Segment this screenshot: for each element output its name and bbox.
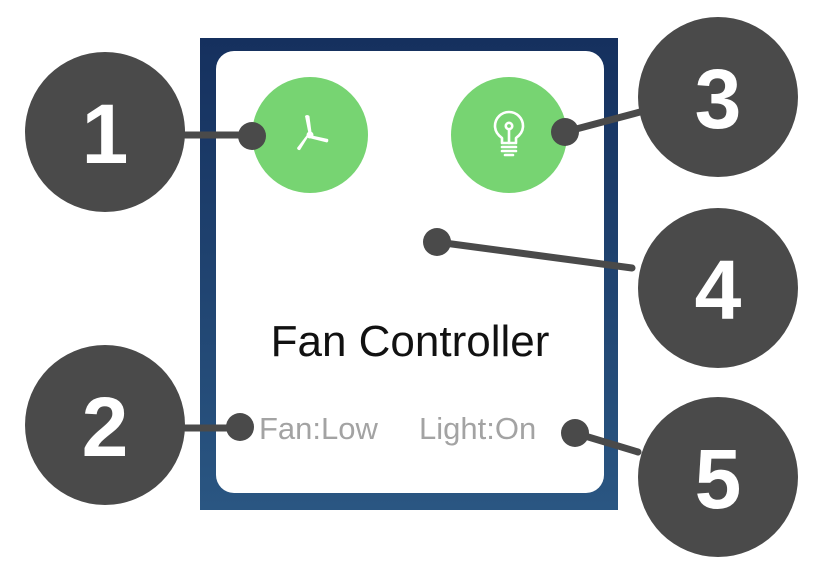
- callout-dot-5: [561, 419, 589, 447]
- callout-dot-2: [226, 413, 254, 441]
- fan-status-text: Fan:Low: [259, 411, 378, 446]
- callout-dot-3: [551, 118, 579, 146]
- callout-label-4: 4: [695, 243, 742, 337]
- light-toggle-button[interactable]: [451, 77, 567, 193]
- light-status-text: Light:On: [419, 411, 537, 446]
- callout-badge-4: [638, 208, 798, 368]
- fan-toggle-button[interactable]: [252, 77, 368, 193]
- lightbulb-icon: [493, 110, 525, 157]
- callout-label-2: 2: [82, 380, 129, 474]
- callout-badge-2: [25, 345, 185, 505]
- callout-label-1: 1: [82, 87, 129, 181]
- card-title: Fan Controller: [270, 317, 550, 366]
- callout-badge-5: [638, 397, 798, 557]
- callout-badge-1: [25, 52, 185, 212]
- callout-badge-3: [638, 17, 798, 177]
- callout-line-4: [433, 238, 636, 272]
- callout-label-3: 3: [695, 52, 742, 146]
- callout-label-5: 5: [695, 432, 742, 526]
- callout-dot-1: [238, 122, 266, 150]
- callout-dot-4: [423, 228, 451, 256]
- fan-icon: [297, 115, 329, 151]
